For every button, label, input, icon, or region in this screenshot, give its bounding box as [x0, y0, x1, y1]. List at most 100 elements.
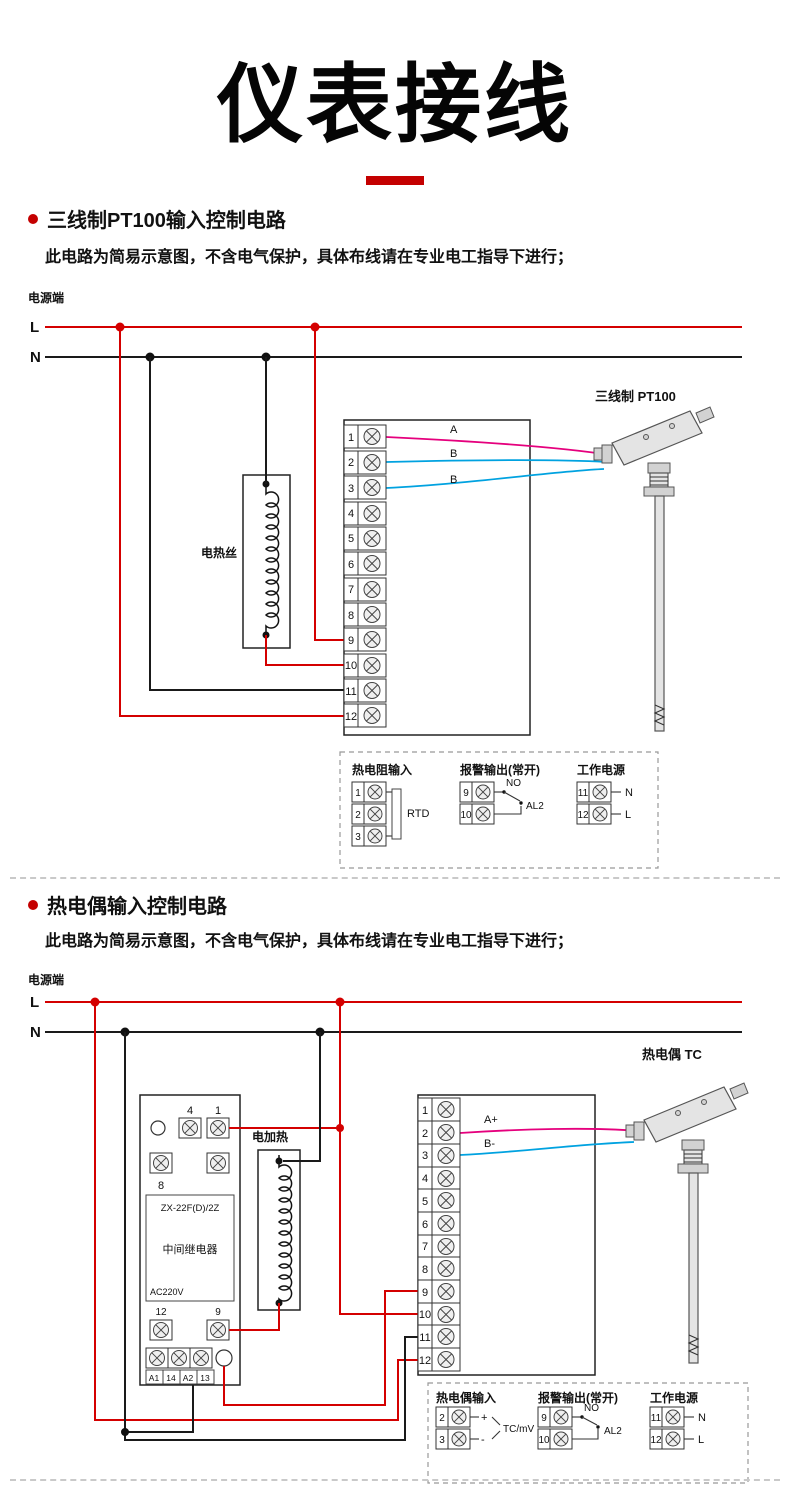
junction-dot [121, 1428, 129, 1436]
wire-n-to-heater [283, 1032, 321, 1162]
sensor-label: 三线制 PT100 [595, 389, 676, 404]
terminal-number: 7 [422, 1241, 428, 1253]
contact-dot [596, 1425, 600, 1429]
terminal-number: 12 [419, 1355, 431, 1367]
heater-label: 电热丝 [201, 545, 237, 560]
title-underline [366, 176, 424, 185]
relay-label-cell [196, 1369, 215, 1385]
legend-terminal-number: 3 [439, 1435, 445, 1446]
relay-terminal-number: 1 [215, 1105, 221, 1117]
tc-label: TC/mV [503, 1424, 534, 1435]
sensor-probe [688, 1172, 699, 1364]
heater-box [257, 1149, 301, 1311]
terminal-block: 1 2 3 4 5 6 7 8 9 10 11 12 [343, 424, 387, 728]
wire-sensor-a [459, 1127, 639, 1134]
bottom-separator [10, 1479, 780, 1481]
legend-alarm-title: 报警输出(常开) [538, 1390, 618, 1405]
power-l-label: L [625, 809, 631, 821]
terminal-number: 4 [348, 508, 354, 520]
wire-sensor-a [385, 436, 611, 456]
heater-coil [277, 1155, 293, 1303]
wire-n-to-terminal11 [124, 1032, 418, 1441]
section-2-heading: 热电偶输入控制电路 [28, 890, 227, 919]
legend-terminal-number: 2 [355, 810, 361, 821]
terminal-block: 1 2 3 4 5 6 7 8 9 10 11 12 [417, 1097, 461, 1372]
sensor-head [611, 410, 703, 466]
line-n-label: N [30, 349, 41, 366]
legend-box: 热电阻输入 1 2 3 RTD 报警输出(常开) 9 10 NO AL2 工作电… [339, 751, 659, 869]
alarm-out-label: AL2 [526, 801, 544, 812]
sensor-neck [647, 462, 671, 474]
wire-n-to-terminal11 [149, 357, 344, 691]
relay-bottom-label: 13 [200, 1373, 210, 1383]
legend-power-title: 工作电源 [577, 762, 625, 777]
probe-spring [687, 1334, 700, 1356]
alarm-no-label: NO [506, 778, 521, 789]
wire-label-b: B- [484, 1138, 495, 1150]
legend-terminal-number: 11 [651, 1413, 662, 1424]
legend-terminal-number: 9 [463, 788, 469, 799]
heater-label: 电加热 [252, 1129, 288, 1144]
rtd-resistor [391, 788, 402, 840]
wire-relay-coil-to-n [125, 1385, 194, 1433]
wire-sensor-b2 [385, 468, 605, 489]
terminal-number: 5 [348, 533, 354, 545]
terminal-number: 9 [422, 1287, 428, 1299]
relay-terminal-number: 8 [158, 1180, 164, 1192]
screw-terminal-icon [206, 1152, 230, 1174]
diagram-pt100: 电源端 L N 电热丝 A B B [28, 290, 742, 869]
sensor-label: 热电偶 TC [642, 1047, 703, 1062]
legend-terminal-number: 9 [541, 1413, 547, 1424]
terminal-number: 10 [419, 1309, 431, 1321]
terminal-number: 7 [348, 584, 354, 596]
power-n-label: N [698, 1412, 706, 1424]
wire-sensor-b [459, 1141, 635, 1156]
legend-terminal-number: 2 [439, 1413, 445, 1424]
tc-minus-label: - [481, 1434, 485, 1446]
screw-terminal-icon [178, 1117, 202, 1139]
terminal-number: 6 [422, 1219, 428, 1231]
relay-inner-box [145, 1194, 235, 1302]
wire-label-b: B [450, 448, 457, 460]
sensor-nut [643, 486, 675, 497]
wire-terminal9-to-relay-coil [223, 1290, 418, 1406]
wire-label-a: A [450, 424, 458, 436]
indicator-circle [150, 1120, 166, 1136]
section-separator [10, 877, 780, 879]
sensor-head [643, 1086, 737, 1143]
legend-terminal-number: 3 [355, 832, 361, 843]
sensor-gland [633, 1121, 645, 1141]
terminal-number: 12 [345, 711, 357, 723]
relay-bottom-label: A2 [183, 1373, 194, 1383]
alarm-out-label: AL2 [604, 1426, 622, 1437]
legend-terminal-number: 1 [355, 788, 361, 799]
wire-l-to-terminal9 [314, 327, 344, 641]
sensor-probe [654, 495, 665, 732]
relay-box: 4 1 8 ZX-22F(D)/2Z 中间继电器 AC220V 12 9 A1 [139, 1094, 241, 1386]
contact-dot [519, 801, 523, 805]
relay-terminal-number: 12 [155, 1307, 167, 1318]
wire-l-to-terminal12 [119, 327, 344, 717]
wire-l-to-terminal10 [339, 1002, 418, 1315]
legend-power-title: 工作电源 [650, 1390, 698, 1405]
screw-terminal-icon [149, 1152, 173, 1174]
screw-terminal-icon [167, 1347, 191, 1369]
sensor-gland [593, 447, 603, 461]
wire-label-a: A+ [484, 1114, 498, 1126]
terminal-number: 3 [422, 1150, 428, 1162]
sensor-screw [701, 1099, 707, 1105]
alarm-wire [494, 806, 522, 815]
terminal-number: 5 [422, 1196, 428, 1208]
section-1-note: 此电路为简易示意图，不含电气保护，具体布线请在专业电工指导下进行； [45, 249, 574, 266]
wire-label-b: B [450, 474, 457, 486]
sensor-gland [625, 1124, 635, 1138]
section-2-heading-text: 热电偶输入控制电路 [47, 896, 227, 918]
screw-terminal-icon [149, 1319, 173, 1341]
section-2-note: 此电路为简易示意图，不含电气保护，具体布线请在专业电工指导下进行； [45, 933, 574, 950]
legend-terminal-number: 10 [460, 810, 472, 821]
probe-spring [653, 704, 666, 726]
legend-terminal-number: 10 [538, 1435, 550, 1446]
power-l-label: L [698, 1434, 704, 1446]
wire-heater-to-terminal10 [265, 635, 344, 666]
